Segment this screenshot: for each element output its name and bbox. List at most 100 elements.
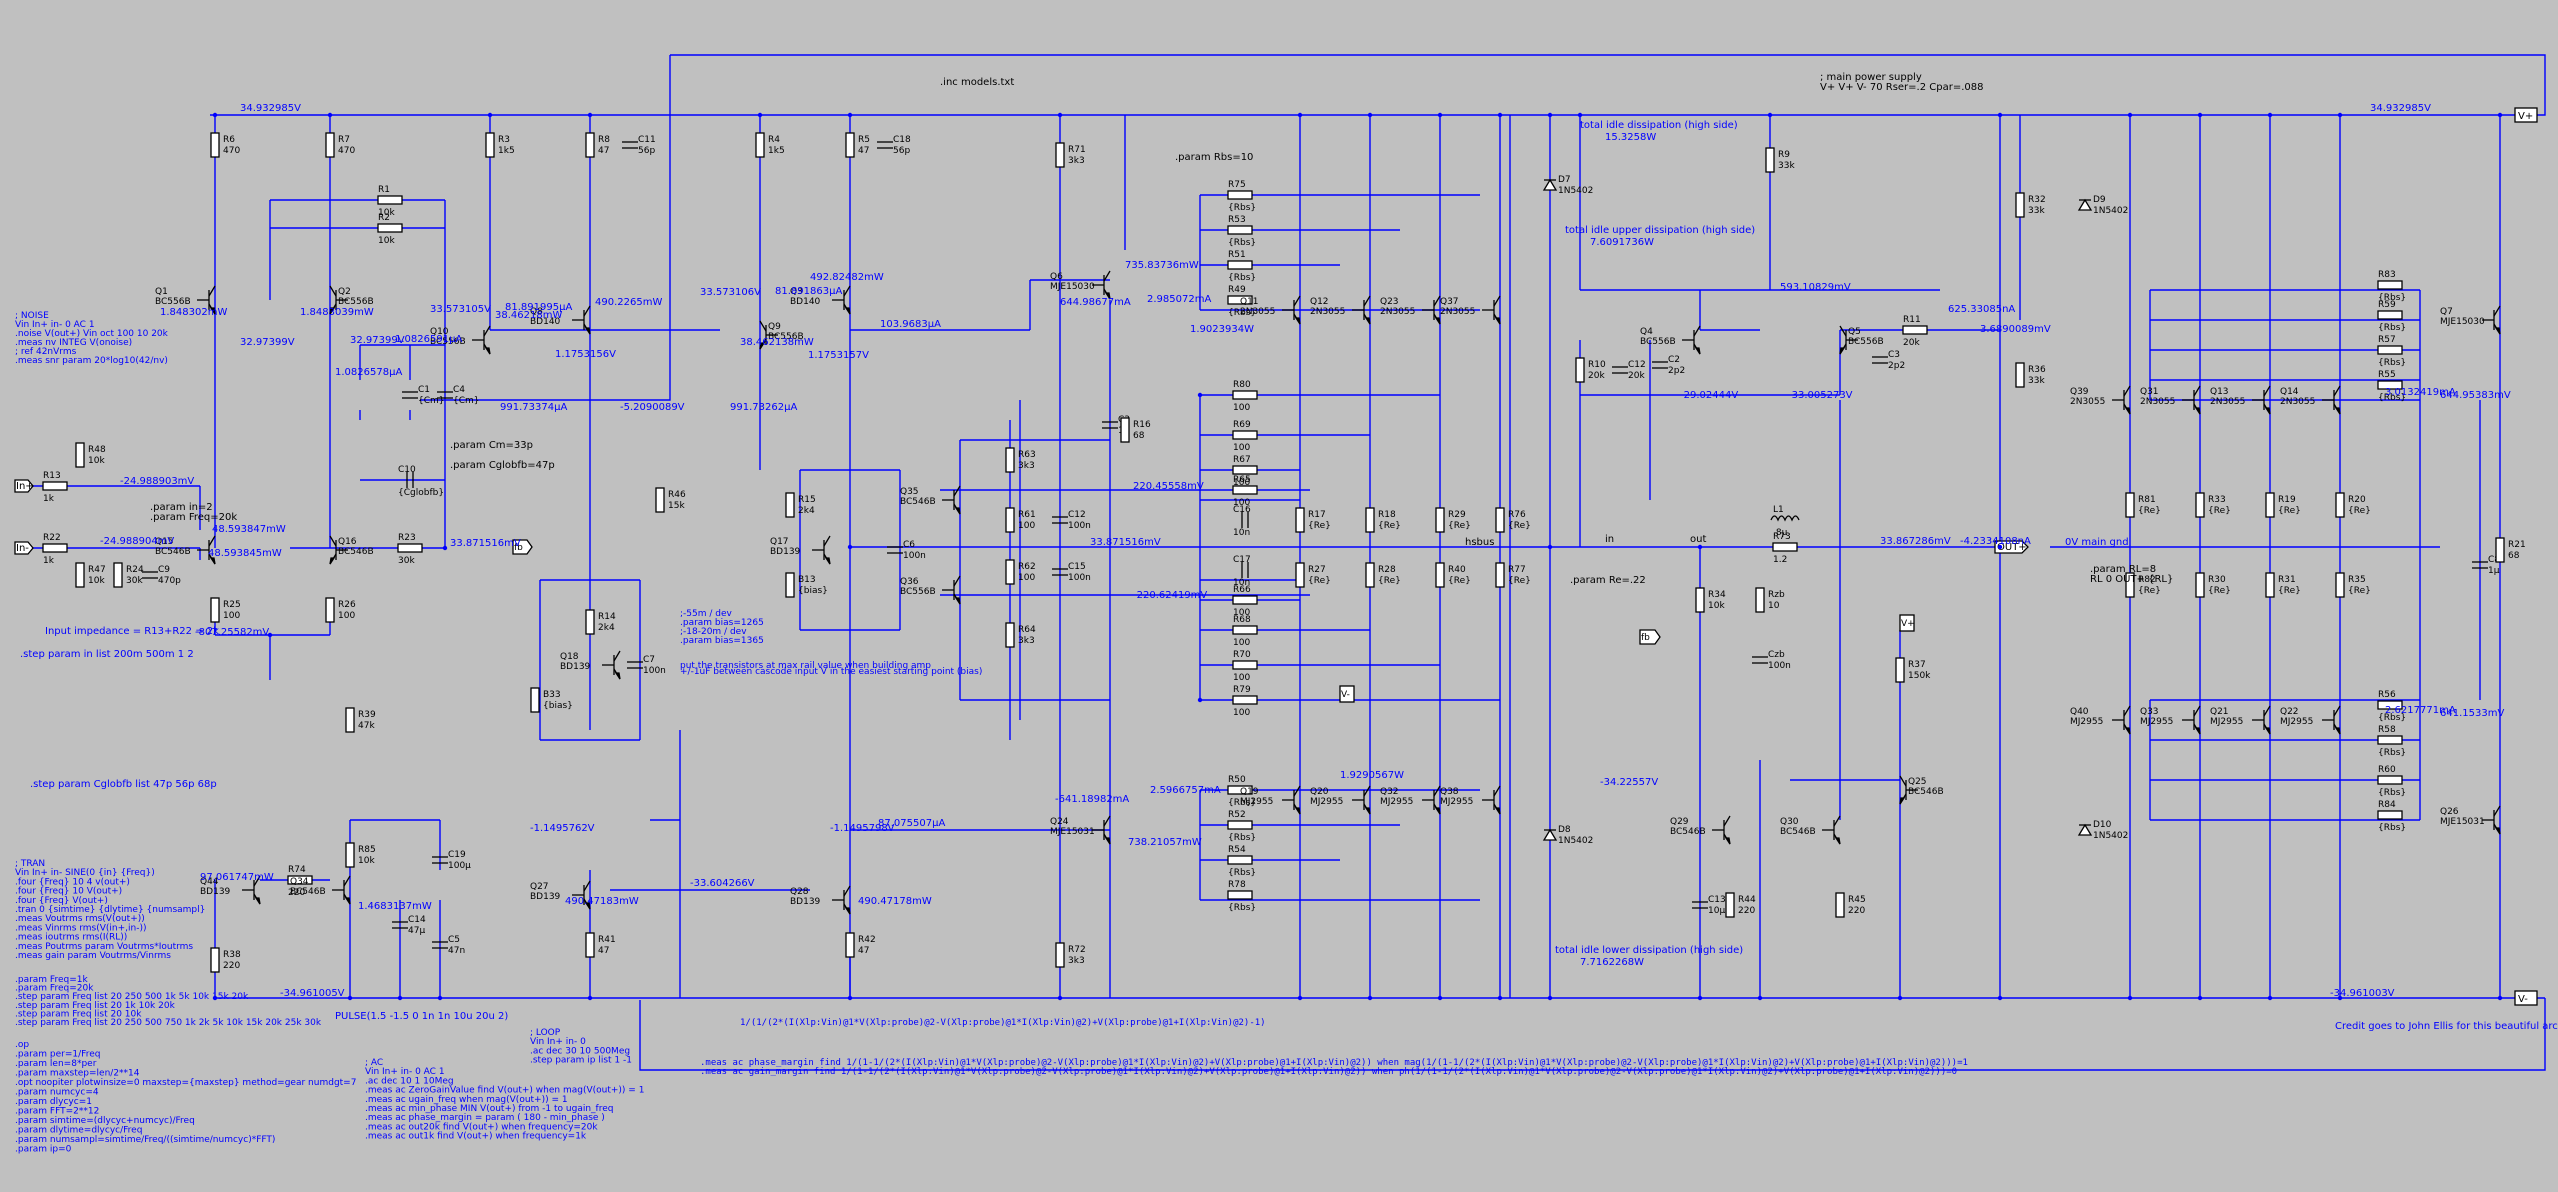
in-minus-flag[interactable]: In- xyxy=(14,541,34,555)
component-r55[interactable]: R55{Rbs} xyxy=(2377,370,2406,403)
in-plus-flag[interactable]: In+ xyxy=(14,479,34,493)
component-r17[interactable]: R17{Re} xyxy=(1295,507,1331,533)
component-r30[interactable]: R30{Re} xyxy=(2195,572,2231,598)
component-r27[interactable]: R27{Re} xyxy=(1295,562,1331,588)
component-r35[interactable]: R35{Re} xyxy=(2335,572,2371,598)
component-r52[interactable]: R52{Rbs} xyxy=(1227,810,1256,843)
component-c4[interactable]: C4{Cm} xyxy=(437,385,480,406)
component-b33[interactable]: B33{bias} xyxy=(530,687,573,713)
component-r20[interactable]: R20{Re} xyxy=(2335,492,2371,518)
component-r84[interactable]: R84{Rbs} xyxy=(2377,800,2406,833)
component-r28[interactable]: R28{Re} xyxy=(1365,562,1401,588)
component-b13[interactable]: B13{bias} xyxy=(785,572,828,598)
component-r40[interactable]: R40{Re} xyxy=(1435,562,1471,588)
component-c10[interactable]: C10{Cglobfb} xyxy=(398,465,444,498)
component-r58[interactable]: R58{Rbs} xyxy=(2377,725,2406,758)
component-r76[interactable]: R76{Re} xyxy=(1495,507,1531,533)
component-r54[interactable]: R54{Rbs} xyxy=(1227,845,1256,878)
component-r57[interactable]: R57{Rbs} xyxy=(2377,335,2406,368)
component-r75[interactable]: R75{Rbs} xyxy=(1227,180,1256,213)
component-c1[interactable]: C1{Cm} xyxy=(402,385,445,406)
component-r33[interactable]: R33{Re} xyxy=(2195,492,2231,518)
